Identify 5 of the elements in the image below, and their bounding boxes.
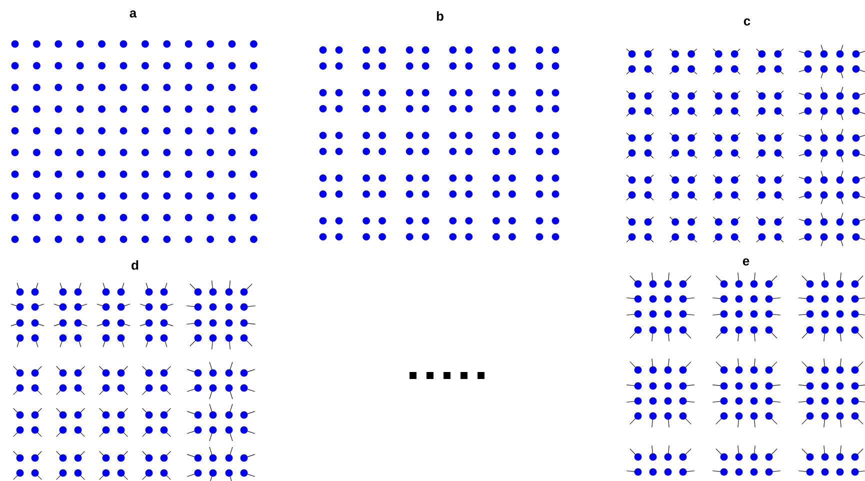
panel-label: d [130, 259, 140, 271]
panel-label: a [128, 9, 138, 19]
panel-label: c [742, 17, 752, 27]
panel-label: e [741, 257, 751, 267]
panel-label: b [435, 10, 445, 22]
